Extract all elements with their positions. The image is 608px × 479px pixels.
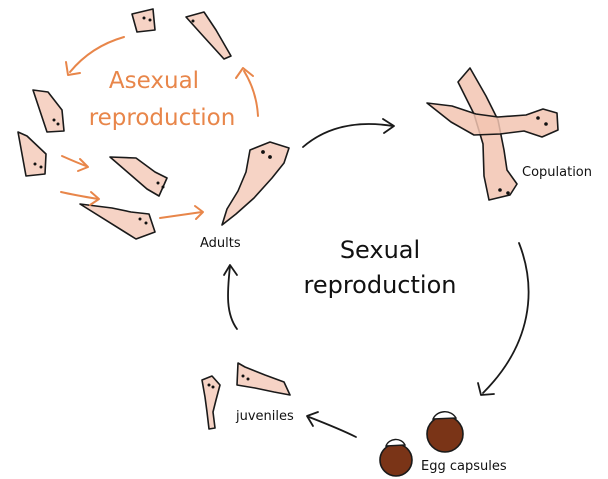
fragment-bottom (80, 204, 155, 239)
arrow-juveniles-to-adults (224, 265, 237, 329)
asexual-title-line2: reproduction (89, 105, 236, 131)
asexual-cycle: Asexual reproduction (18, 9, 258, 239)
asexual-title-line1: Asexual (109, 68, 199, 94)
juveniles-label: juveniles (235, 409, 294, 424)
copulation-worms (427, 68, 558, 200)
copulation-label: Copulation (522, 165, 592, 180)
sexual-title-line1: Sexual (340, 236, 420, 264)
fragment-top (132, 9, 155, 32)
asexual-arrow-left-lower (61, 192, 99, 205)
fragment-left-upper (33, 90, 64, 132)
fragment-top-right (186, 12, 231, 59)
arrow-copulation-to-eggs (478, 243, 529, 395)
fragment-left-lower (18, 132, 46, 176)
arrow-eggs-to-juveniles (307, 412, 356, 437)
egg-capsule-right (427, 412, 463, 452)
sexual-title-line2: reproduction (304, 271, 457, 299)
juvenile-right (237, 363, 290, 395)
asexual-arrow-bottom (160, 206, 203, 219)
asexual-arrow-right (236, 68, 258, 116)
egg-capsule-left (380, 439, 412, 476)
adults-label: Adults (200, 236, 241, 251)
asexual-arrow-left-upper (62, 156, 88, 171)
adult-worm (222, 142, 289, 225)
fragment-middle (110, 157, 167, 196)
arrow-adults-to-copulation (303, 119, 394, 147)
egg-capsules-label: Egg capsules (421, 459, 507, 474)
juvenile-left (202, 376, 220, 429)
